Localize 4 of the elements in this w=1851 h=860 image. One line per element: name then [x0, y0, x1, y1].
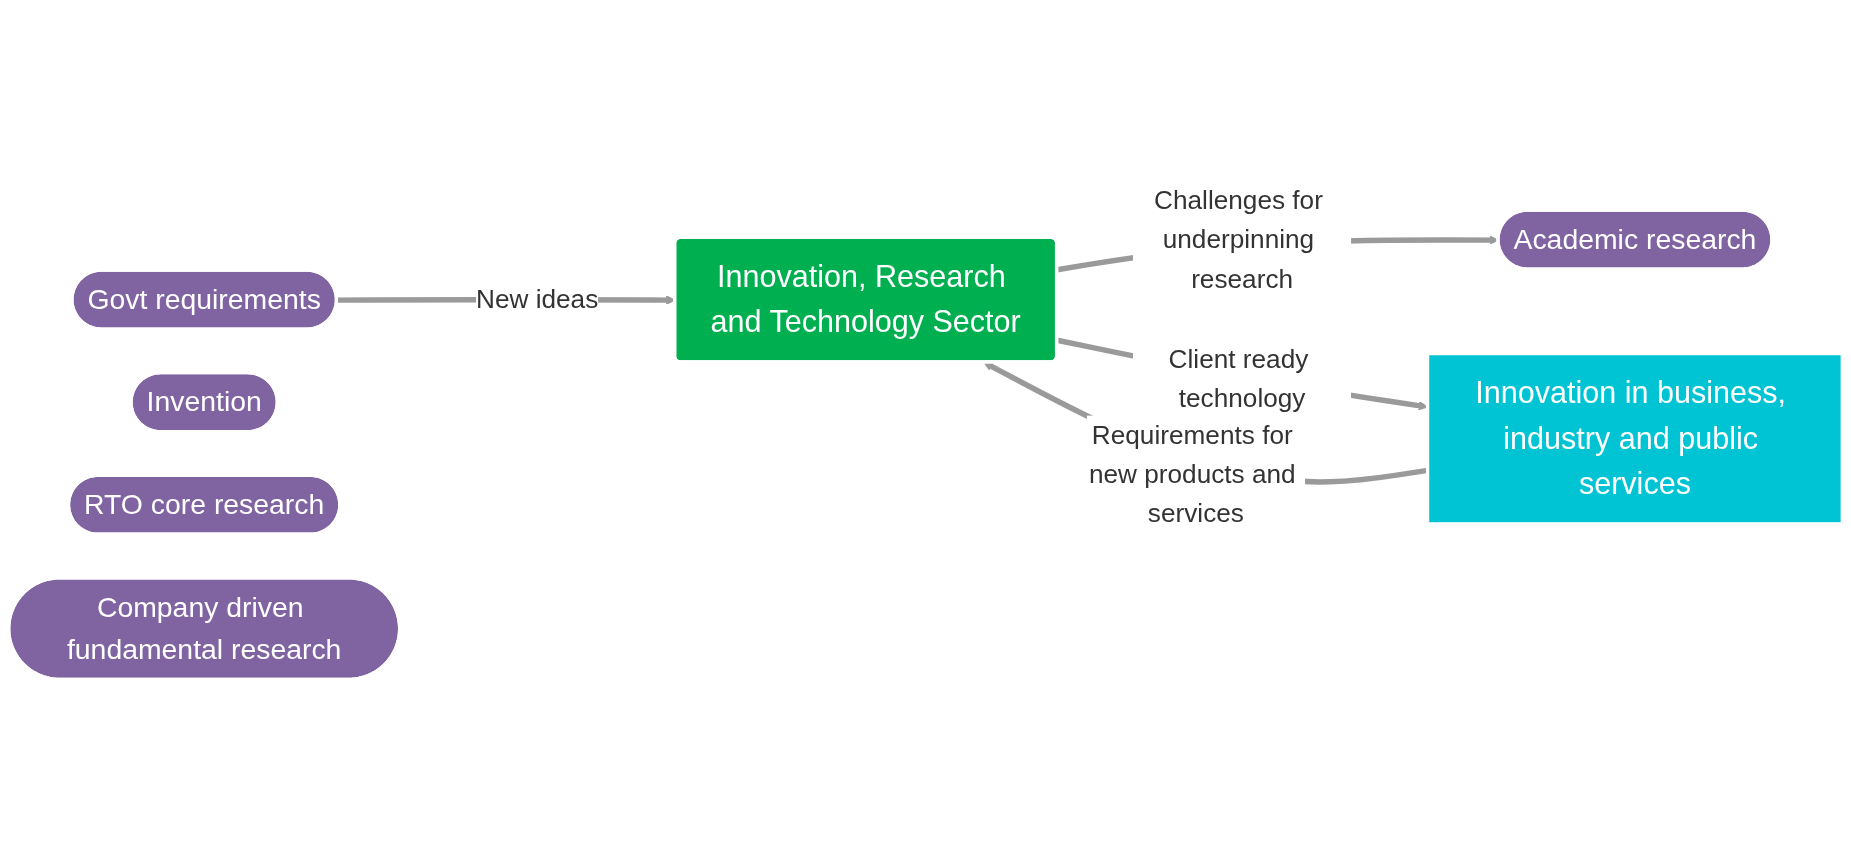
edge-label: Client ready technology [1168, 343, 1309, 413]
edge-label: Requirements for new products and services [1088, 419, 1296, 528]
edge-label: Challenges for underpinning research [1154, 185, 1323, 294]
edge-label: New ideas [475, 284, 599, 314]
